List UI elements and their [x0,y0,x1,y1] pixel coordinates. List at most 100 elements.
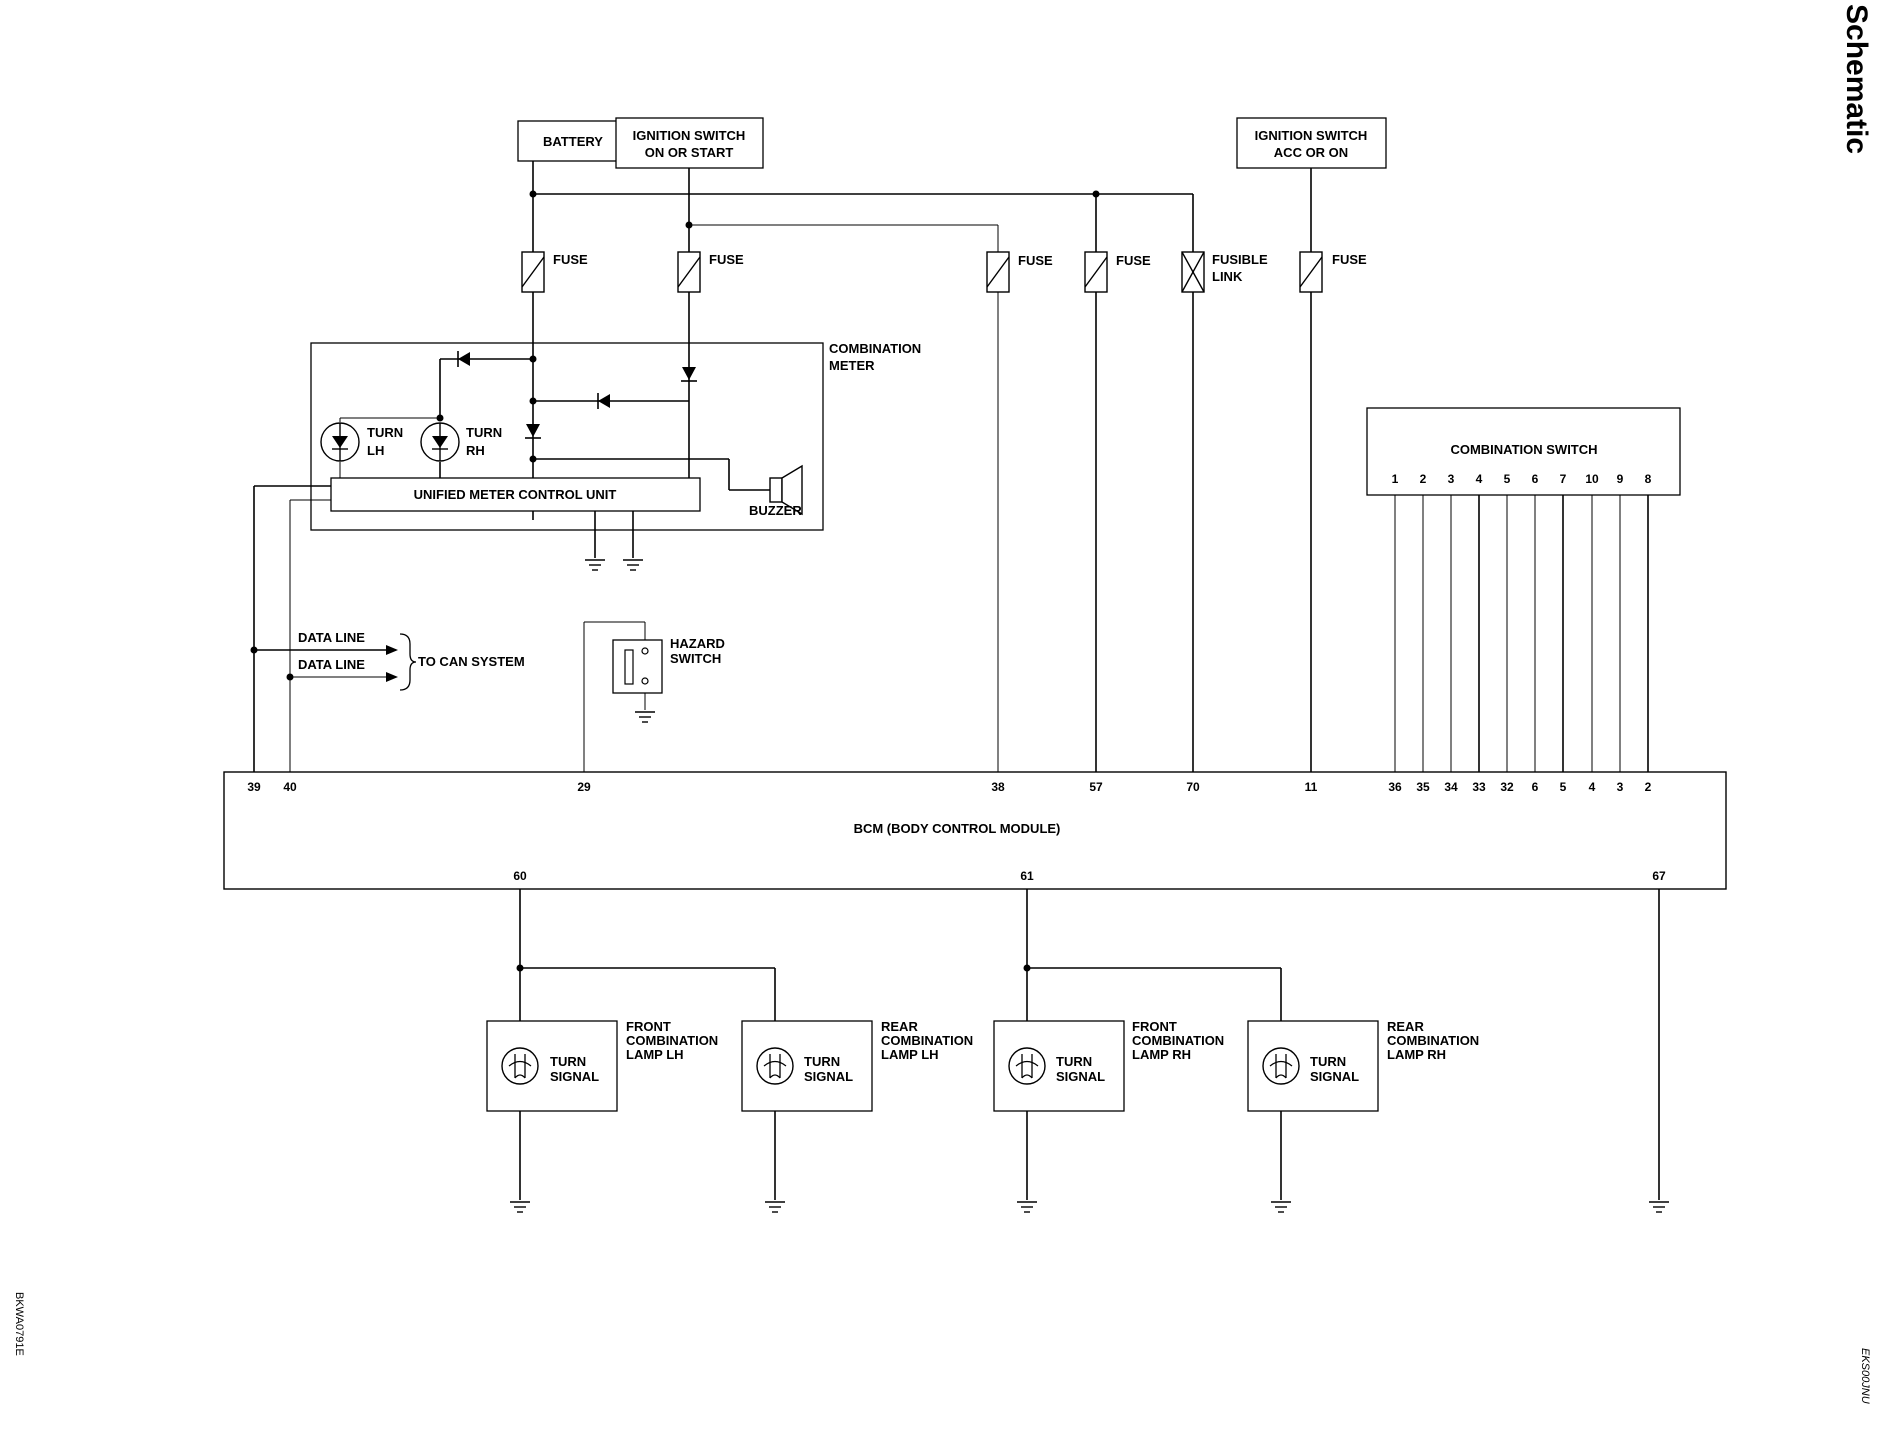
fuse-4-label: FUSE [1116,253,1151,268]
bcm-pin-33: 33 [1472,780,1486,794]
bcm-pin-40: 40 [283,780,297,794]
lamp-2-name-1: REAR [881,1019,918,1034]
lamp-3-name-3: LAMP RH [1132,1047,1191,1062]
bcm-pin-32: 32 [1500,780,1514,794]
data-line-2-label: DATA LINE [298,657,365,672]
bcm-pin-35: 35 [1416,780,1430,794]
combination-meter-label-2: METER [829,358,875,373]
battery-box: BATTERY [517,120,629,162]
lamp-4-signal-label-1: TURN [1310,1054,1346,1069]
ignition-acc-on-label-2: ACC OR ON [1274,145,1348,160]
bcm-pin-57: 57 [1089,780,1103,794]
battery-label: BATTERY [543,134,603,149]
combination-switch-pin-5: 5 [1504,472,1511,486]
can-data-lines: DATA LINE DATA LINE TO CAN SYSTEM [250,485,525,772]
combination-switch-pin-2: 2 [1420,472,1427,486]
bcm-pin-11: 11 [1305,780,1318,794]
hazard-switch-label-2: SWITCH [670,651,721,666]
front-combination-lamp-lh: TURN SIGNAL FRONT COMBINATION LAMP LH [486,1019,718,1112]
bcm-label: BCM (BODY CONTROL MODULE) [854,821,1061,836]
lamp-3-name-1: FRONT [1132,1019,1177,1034]
lamp-1-name-1: FRONT [626,1019,671,1034]
combination-switch-pin-1: 1 [1392,472,1399,486]
bcm-pin-5: 5 [1560,780,1567,794]
lamp-2-name-3: LAMP LH [881,1047,939,1062]
figure-code-right: EKS00JNU [1859,1348,1871,1404]
bcm-pin-61: 61 [1020,869,1034,883]
lamp-3-signal-label-2: SIGNAL [1056,1069,1105,1084]
bcm-pin-36: 36 [1388,780,1402,794]
fuse-2-label: FUSE [709,252,744,267]
bcm-pin-39: 39 [247,780,261,794]
lamp-4-name-2: COMBINATION [1387,1033,1479,1048]
meter-ground-1 [584,559,606,571]
unified-meter-control-unit: UNIFIED METER CONTROL UNIT [330,477,701,512]
front-combination-lamp-rh: TURN SIGNAL FRONT COMBINATION LAMP RH [993,1019,1224,1112]
combination-switch-pin-9: 9 [1617,472,1624,486]
fuse-1: FUSE [521,251,588,293]
lamp-2-name-2: COMBINATION [881,1033,973,1048]
turn-rh-label-2: RH [466,443,485,458]
combination-switch-pin-8: 8 [1645,472,1652,486]
combination-meter: COMBINATION METER TURN LH [310,341,921,558]
turn-lh-label-2: LH [367,443,384,458]
bcm-pin-67-ground [1648,1201,1670,1213]
turn-lh-indicator: TURN LH [320,422,403,462]
buzzer: BUZZER [749,464,803,518]
page-title: Schematic [1840,4,1873,154]
bcm-pin-4: 4 [1589,780,1596,794]
lamp-1-name-2: COMBINATION [626,1033,718,1048]
turn-rh-label-1: TURN [466,425,502,440]
lamp-1-name-3: LAMP LH [626,1047,684,1062]
fuse-3-label: FUSE [1018,253,1053,268]
bcm-pin-70: 70 [1186,780,1200,794]
to-can-system-label: TO CAN SYSTEM [418,654,525,669]
fuse-2: FUSE [677,251,744,293]
meter-ground-2 [622,559,644,571]
fuse-5: FUSE [1299,251,1367,293]
lamp-ground-1 [509,1201,531,1213]
fusible-link-label-2: LINK [1212,269,1243,284]
turn-lh-label-1: TURN [367,425,403,440]
lamp-4-signal-label-2: SIGNAL [1310,1069,1359,1084]
ignition-acc-on-label-1: IGNITION SWITCH [1255,128,1368,143]
lamp-2-signal-label-2: SIGNAL [804,1069,853,1084]
fuse-5-label: FUSE [1332,252,1367,267]
fusible-link: FUSIBLE LINK [1181,251,1268,293]
rear-combination-lamp-lh: TURN SIGNAL REAR COMBINATION LAMP LH [741,1019,973,1112]
ignition-on-start-label-1: IGNITION SWITCH [633,128,746,143]
rear-combination-lamp-rh: TURN SIGNAL REAR COMBINATION LAMP RH [1247,1019,1479,1112]
bcm-pin-6: 6 [1532,780,1539,794]
bcm-pin-29: 29 [577,780,591,794]
hazard-switch: HAZARD SWITCH [583,621,725,772]
fuse-4: FUSE [1084,251,1151,293]
bcm-pin-60: 60 [513,869,527,883]
ignition-on-start-label-2: ON OR START [645,145,734,160]
combination-switch-pin-6: 6 [1532,472,1539,486]
ignition-switch-on-start-box: IGNITION SWITCH ON OR START [615,117,764,169]
fuse-1-label: FUSE [553,252,588,267]
bcm-pin-3: 3 [1617,780,1624,794]
ignition-switch-acc-on-box: IGNITION SWITCH ACC OR ON [1236,117,1387,169]
bcm-pin-34: 34 [1444,780,1458,794]
lamp-ground-3 [1016,1201,1038,1213]
combination-switch-pin-4: 4 [1476,472,1483,486]
combination-switch-label: COMBINATION SWITCH [1450,442,1597,457]
lamp-4-name-1: REAR [1387,1019,1424,1034]
combination-switch-pin-7: 7 [1560,472,1567,486]
figure-code-left: BKWA0791E [13,1292,25,1356]
lamp-3-name-2: COMBINATION [1132,1033,1224,1048]
lamp-ground-4 [1270,1201,1292,1213]
lamp-1-signal-label-2: SIGNAL [550,1069,599,1084]
bcm-pin-67: 67 [1652,869,1666,883]
combination-switch-pin-10: 10 [1585,472,1599,486]
buzzer-label: BUZZER [749,503,802,518]
data-line-1-label: DATA LINE [298,630,365,645]
control-unit-label: UNIFIED METER CONTROL UNIT [414,487,617,502]
combination-meter-label-1: COMBINATION [829,341,921,356]
bcm-pin-2: 2 [1645,780,1652,794]
hazard-switch-label-1: HAZARD [670,636,725,651]
